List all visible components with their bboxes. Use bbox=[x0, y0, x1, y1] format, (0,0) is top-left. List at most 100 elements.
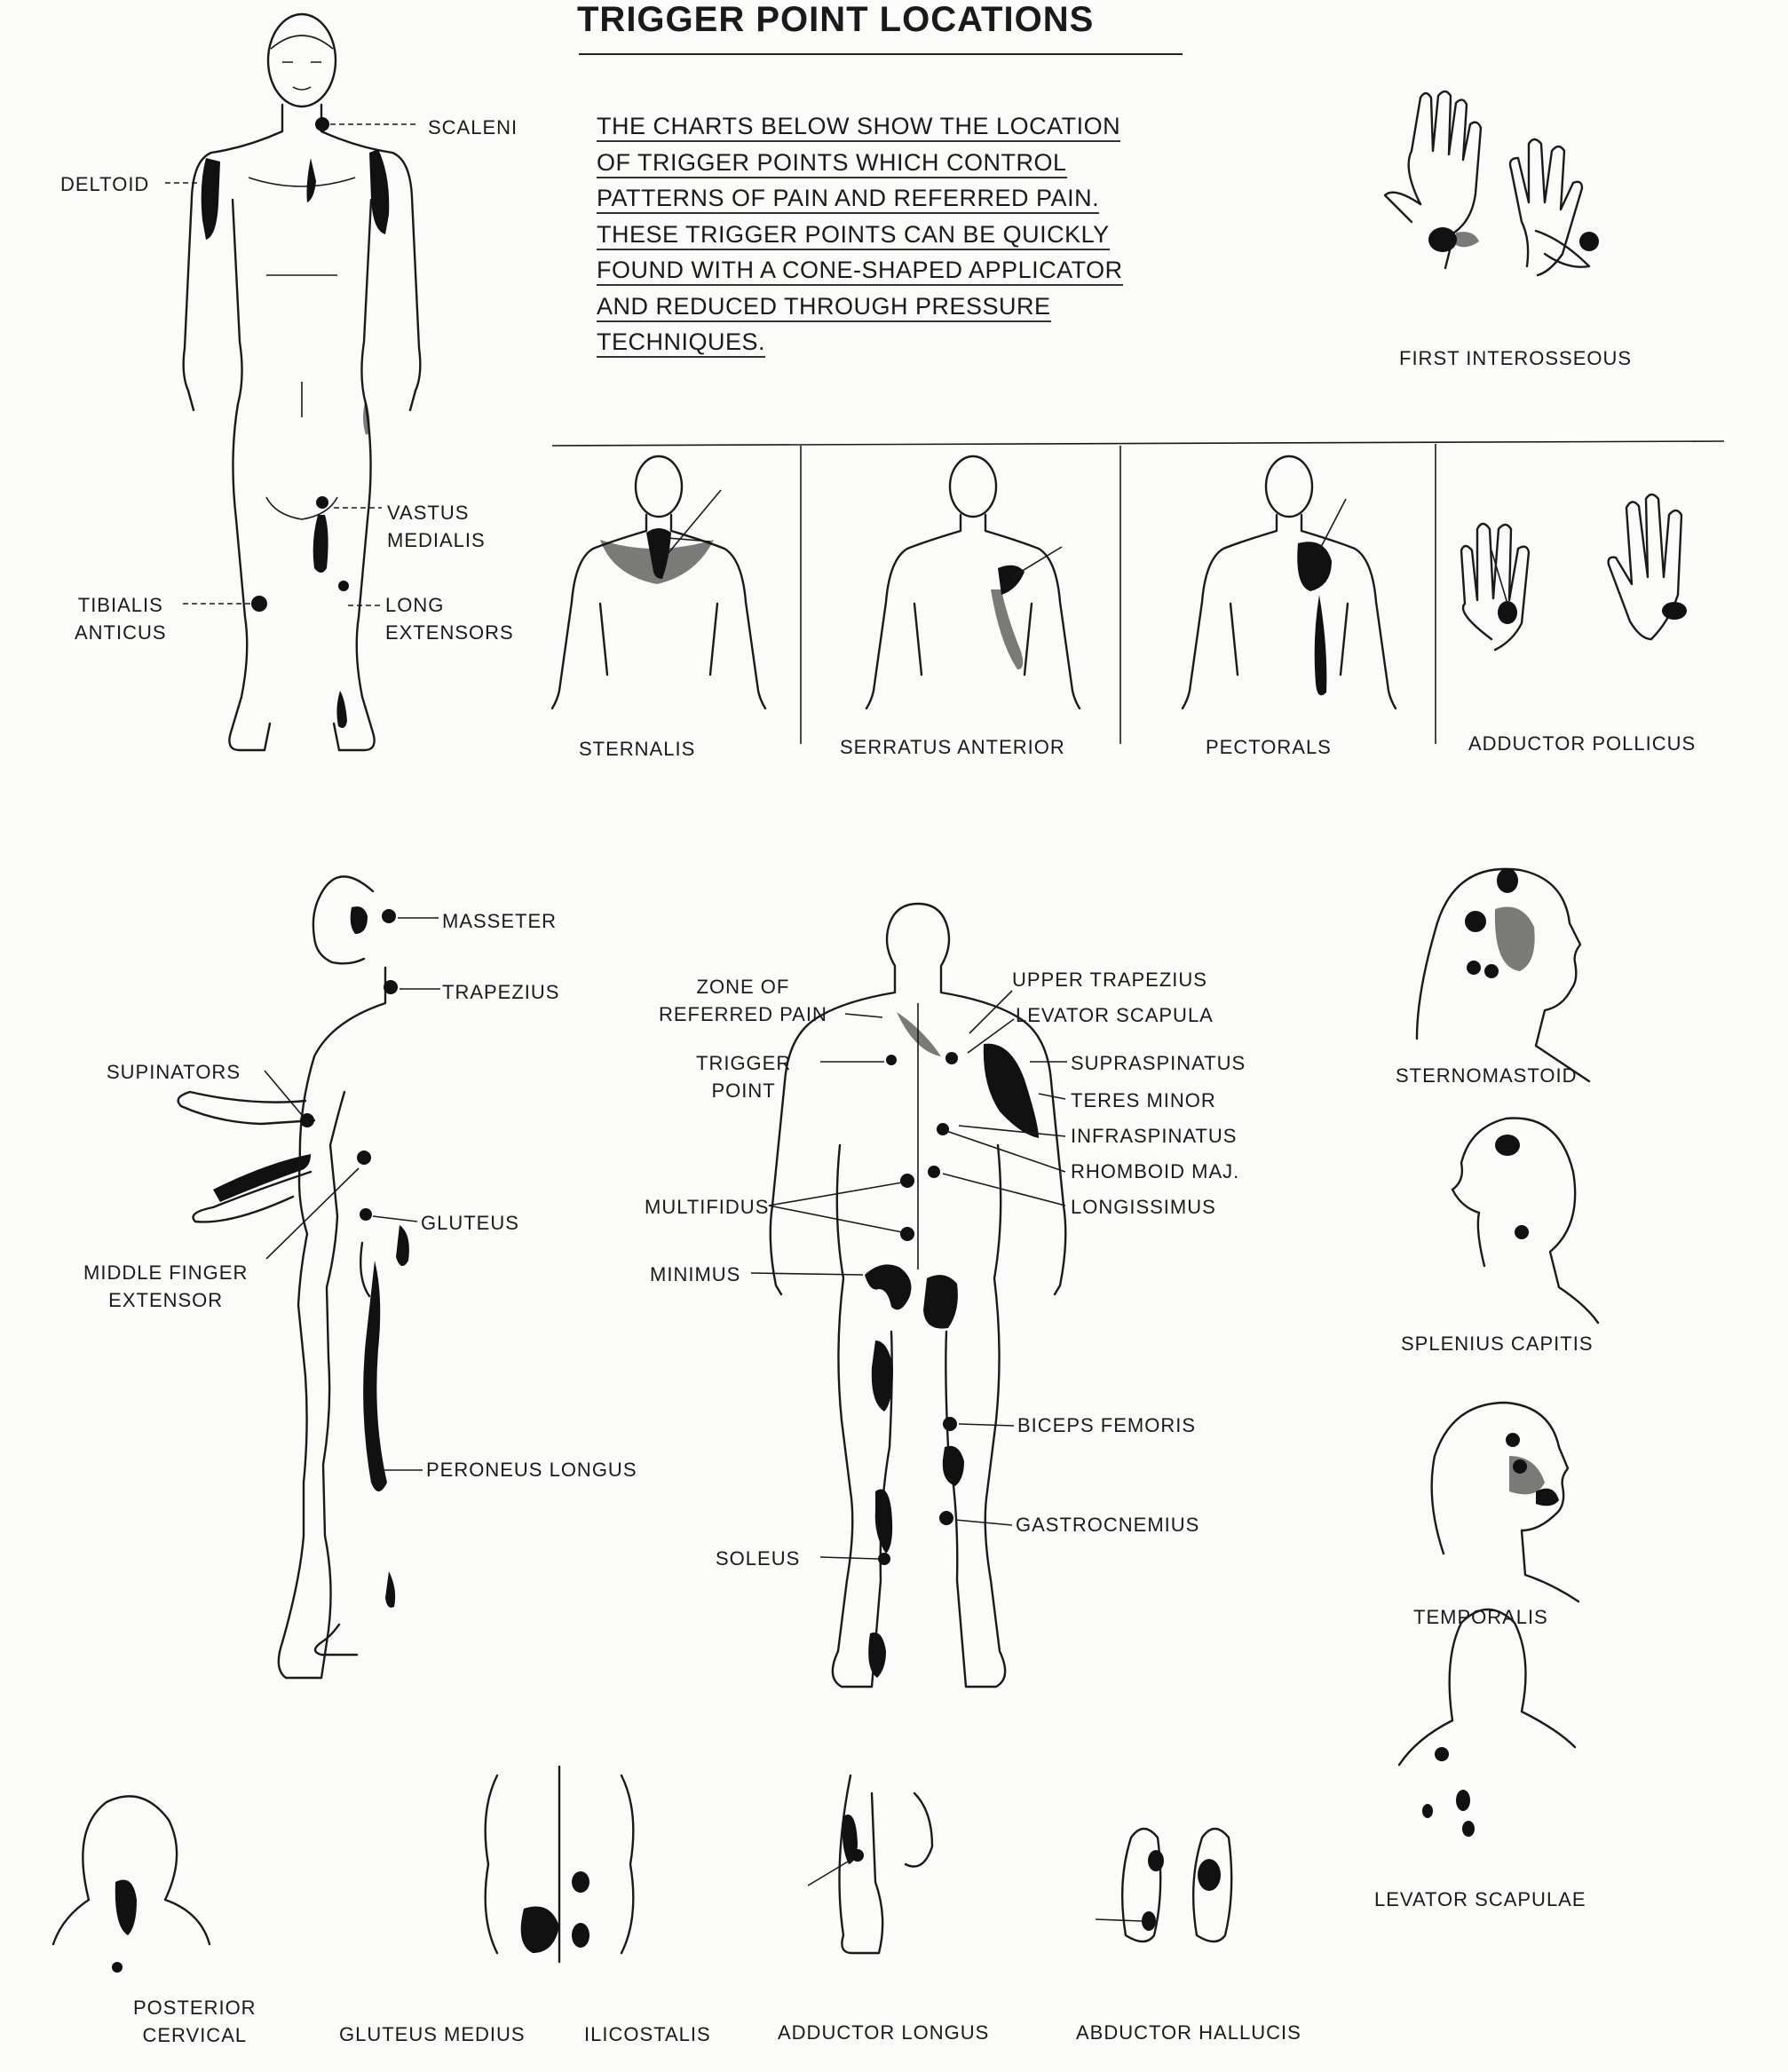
vastus-medialis-trigger-zone bbox=[313, 515, 328, 573]
leader-line bbox=[945, 1130, 1066, 1173]
referred-pain-stipple bbox=[1456, 232, 1479, 248]
leader-line bbox=[942, 1173, 1066, 1206]
leader-line bbox=[967, 1018, 1015, 1054]
hallucis-trigger-point bbox=[1148, 1850, 1164, 1871]
rhomboid-trigger-point bbox=[937, 1123, 949, 1135]
applicator-line bbox=[1011, 546, 1063, 578]
referred-pain-stipple bbox=[1509, 1456, 1545, 1495]
label-abductor-hallucis: ABDUCTOR HALLUCIS bbox=[1076, 2021, 1301, 2044]
peroneus-zone bbox=[363, 1261, 387, 1491]
leader-line bbox=[958, 1125, 1066, 1137]
gastrocnemius-trigger-point bbox=[939, 1511, 953, 1525]
label-vastus-medialis: VASTUS MEDIALIS bbox=[387, 499, 486, 554]
cervical-trigger-point bbox=[112, 1962, 123, 1973]
deltoid-trigger-zone bbox=[201, 158, 220, 240]
label-peroneus-longus: PERONEUS LONGUS bbox=[426, 1459, 637, 1481]
multifidus-trigger-point bbox=[900, 1174, 914, 1188]
infraspinatus-zone bbox=[983, 1043, 1039, 1138]
long-extensors-trigger-point bbox=[338, 581, 349, 591]
leader-line bbox=[750, 1272, 864, 1276]
levator-trigger-point bbox=[1435, 1747, 1449, 1761]
label-gastrocnemius: GASTROCNEMIUS bbox=[1016, 1514, 1200, 1536]
label-middle-finger-extensor: MIDDLE FINGER EXTENSOR bbox=[83, 1259, 248, 1314]
pectorals-trigger-zone bbox=[1297, 542, 1332, 591]
deltoid-trigger-zone bbox=[369, 149, 390, 234]
label-posterior-cervical: POSTERIOR CERVICAL bbox=[133, 1994, 257, 2049]
sternomastoid-zone bbox=[1497, 868, 1518, 893]
trapezius-trigger-point bbox=[384, 980, 398, 994]
label-biceps-femoris: BICEPS FEMORIS bbox=[1017, 1414, 1197, 1436]
cervical-zone bbox=[115, 1879, 137, 1935]
adductor-trigger-point bbox=[1662, 602, 1687, 620]
label-sternomastoid: STERNOMASTOID bbox=[1396, 1064, 1578, 1087]
trigger-point bbox=[886, 1055, 897, 1065]
foot-zone bbox=[385, 1571, 396, 1608]
label-line: EXTENSOR bbox=[108, 1289, 224, 1311]
soleus-trigger-point bbox=[878, 1553, 890, 1565]
leader-line bbox=[1038, 1093, 1066, 1100]
leader-line bbox=[954, 1519, 1013, 1526]
levator-trigger-point bbox=[1456, 1790, 1470, 1811]
sternomastoid-head bbox=[1415, 867, 1591, 1083]
splenius-zone bbox=[1495, 1135, 1520, 1156]
leader-line bbox=[768, 1205, 903, 1233]
referred-pain-stipple bbox=[363, 399, 370, 435]
trapezius-back-trigger-point bbox=[945, 1052, 958, 1064]
leader-line bbox=[264, 1070, 303, 1116]
intro-line: FOUND WITH A CONE-SHAPED APPLICATOR bbox=[597, 257, 1123, 286]
ilicostalis-trigger-point bbox=[572, 1871, 589, 1893]
leader-line bbox=[969, 990, 1013, 1034]
temporalis-zone bbox=[1536, 1488, 1559, 1507]
levator-trigger-point bbox=[1462, 1821, 1475, 1837]
levator-scapulae-head bbox=[1397, 1608, 1577, 1767]
label-long-extensors: LONG EXTENSORS bbox=[385, 591, 514, 646]
applicator-line bbox=[1095, 1918, 1143, 1922]
pectorals-referred-zone bbox=[1314, 595, 1327, 696]
referred-pain-stipple bbox=[897, 1012, 941, 1056]
adductor-longus-trigger-point bbox=[851, 1849, 864, 1862]
label-line: REFERRED PAIN bbox=[659, 1003, 827, 1025]
supinators-trigger-point bbox=[300, 1113, 314, 1127]
serratus-trigger-zone bbox=[998, 565, 1025, 595]
label-gluteus-medius: GLUTEUS MEDIUS bbox=[339, 2023, 526, 2045]
leader-line bbox=[844, 1013, 883, 1018]
label-upper-trapezius: UPPER TRAPEZIUS bbox=[1012, 969, 1207, 991]
label-serratus-anterior: SERRATUS ANTERIOR bbox=[840, 736, 1065, 758]
label-line: ZONE OF bbox=[696, 976, 790, 998]
intro-line: PATTERNS OF PAIN AND REFERRED PAIN. bbox=[597, 185, 1100, 214]
masseter-trigger-zone bbox=[350, 906, 368, 934]
referred-pain-stipple bbox=[991, 589, 1024, 669]
ilicostalis-trigger-point bbox=[572, 1923, 589, 1948]
intro-line: TECHNIQUES. bbox=[597, 328, 766, 358]
label-supraspinatus: SUPRASPINATUS bbox=[1071, 1052, 1246, 1074]
label-line: MEDIALIS bbox=[387, 529, 486, 551]
vastus-trigger-point bbox=[316, 496, 328, 509]
long-extensors-zone bbox=[336, 691, 347, 728]
label-deltoid: DELTOID bbox=[60, 173, 150, 195]
levator-trigger-point bbox=[1422, 1804, 1433, 1818]
label-supinators: SUPINATORS bbox=[107, 1061, 241, 1083]
pectorals-figure bbox=[1181, 455, 1397, 710]
intro-line: THE CHARTS BELOW SHOW THE LOCATION bbox=[597, 113, 1121, 142]
label-line: POSTERIOR bbox=[133, 1997, 257, 2019]
leader-line bbox=[819, 1556, 880, 1560]
label-line: POINT bbox=[711, 1079, 776, 1102]
applicator-line bbox=[1318, 498, 1347, 551]
label-longissimus: LONGISSIMUS bbox=[1071, 1196, 1216, 1218]
label-adductor-longus: ADDUCTOR LONGUS bbox=[778, 2021, 990, 2044]
chest-trigger-zone bbox=[306, 158, 316, 202]
hallucis-trigger-point bbox=[1198, 1859, 1221, 1891]
leader-line bbox=[265, 1167, 360, 1260]
masseter-trigger-point bbox=[382, 909, 396, 923]
label-gluteus: GLUTEUS bbox=[421, 1212, 519, 1234]
panel-divider-rule bbox=[551, 440, 1725, 447]
extensor-trigger-point bbox=[357, 1151, 371, 1165]
label-line: CERVICAL bbox=[142, 2024, 248, 2046]
intro-line: THESE TRIGGER POINTS CAN BE QUICKLY bbox=[597, 220, 1110, 250]
hands-figure bbox=[1383, 90, 1591, 277]
adductor-trigger-point bbox=[1498, 601, 1517, 624]
adductor-pollicus-hands bbox=[1460, 493, 1683, 652]
label-levator-scapulae: LEVATOR SCAPULAE bbox=[1374, 1888, 1586, 1910]
intro-line: AND REDUCED THROUGH PRESSURE bbox=[597, 292, 1051, 322]
label-line: TRIGGER bbox=[696, 1052, 792, 1074]
